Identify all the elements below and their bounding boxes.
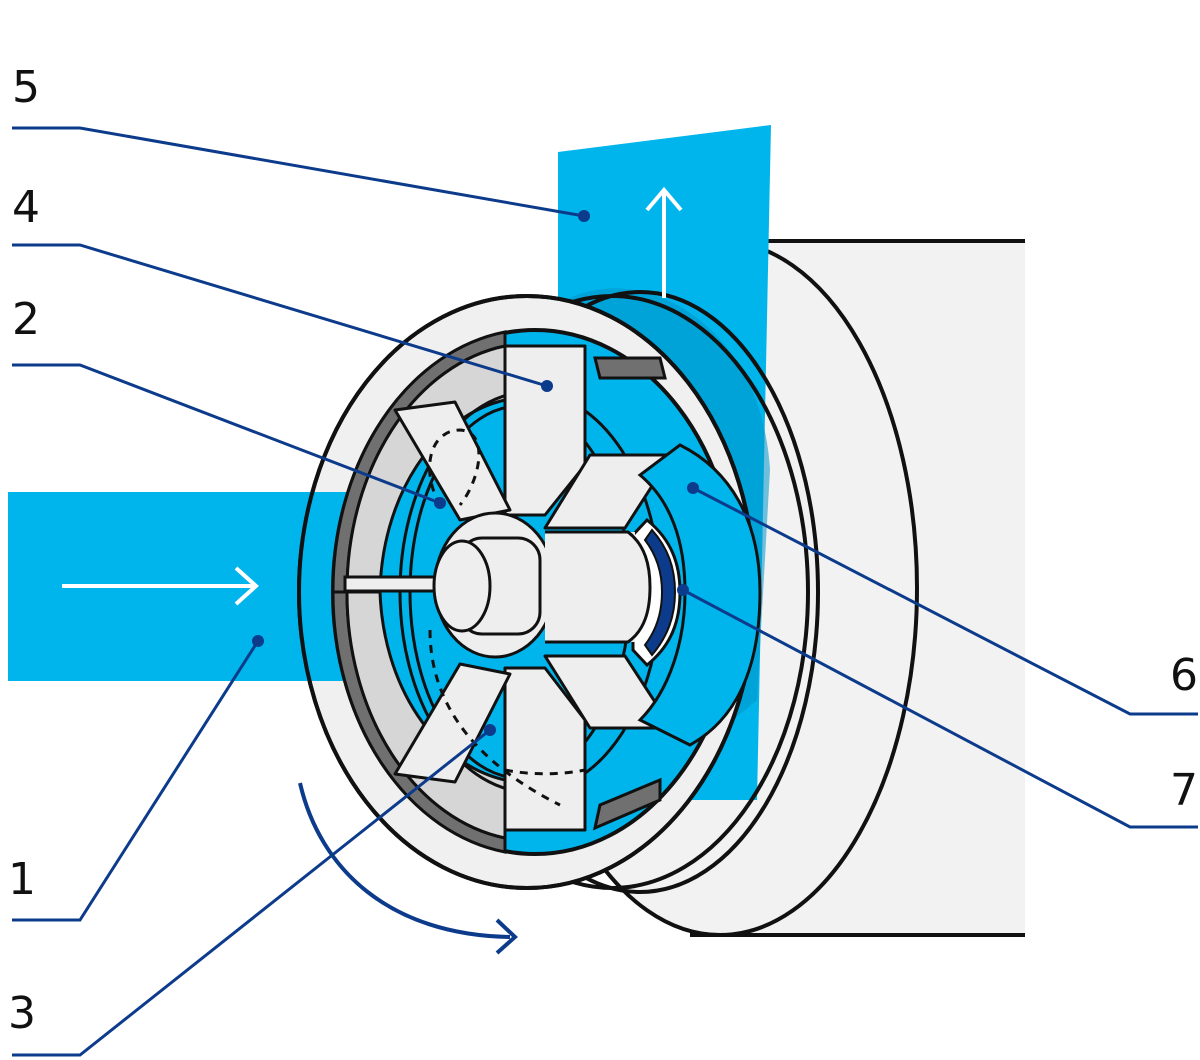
inflow-arrow-icon: [62, 566, 259, 606]
leader-dot-2: [434, 497, 446, 509]
leader-line-6: [692, 486, 1198, 716]
leader-dot-4: [541, 380, 553, 392]
callout-5: 5: [12, 62, 40, 113]
rotation-arrow-icon: [298, 782, 518, 955]
leader-line-2: [12, 363, 441, 505]
leader-dot-5: [578, 210, 590, 222]
callout-1: 1: [8, 854, 36, 905]
leader-lines: [12, 126, 1198, 1057]
callout-3: 3: [8, 988, 36, 1039]
leader-dots: [252, 210, 699, 736]
impeller-hub: [432, 511, 652, 659]
leader-dot-7: [677, 584, 689, 596]
outflow-arrow-icon: [645, 186, 683, 298]
leader-dot-1: [252, 635, 264, 647]
leader-line-3: [12, 728, 491, 1057]
leader-dot-6: [687, 482, 699, 494]
hidden-blade-edges: [428, 428, 586, 807]
leader-line-4: [12, 243, 548, 388]
leader-line-7: [682, 588, 1198, 829]
leader-line-1: [12, 640, 260, 922]
callout-7: 7: [1170, 765, 1198, 816]
leader-line-5: [12, 126, 585, 218]
callout-labels: 5 4 2 1 3 6 7: [8, 62, 1198, 1039]
callout-6: 6: [1170, 650, 1198, 701]
leader-dot-3: [484, 724, 496, 736]
callout-4: 4: [12, 182, 40, 233]
impeller-blades: [393, 344, 674, 832]
callout-2: 2: [12, 294, 40, 345]
